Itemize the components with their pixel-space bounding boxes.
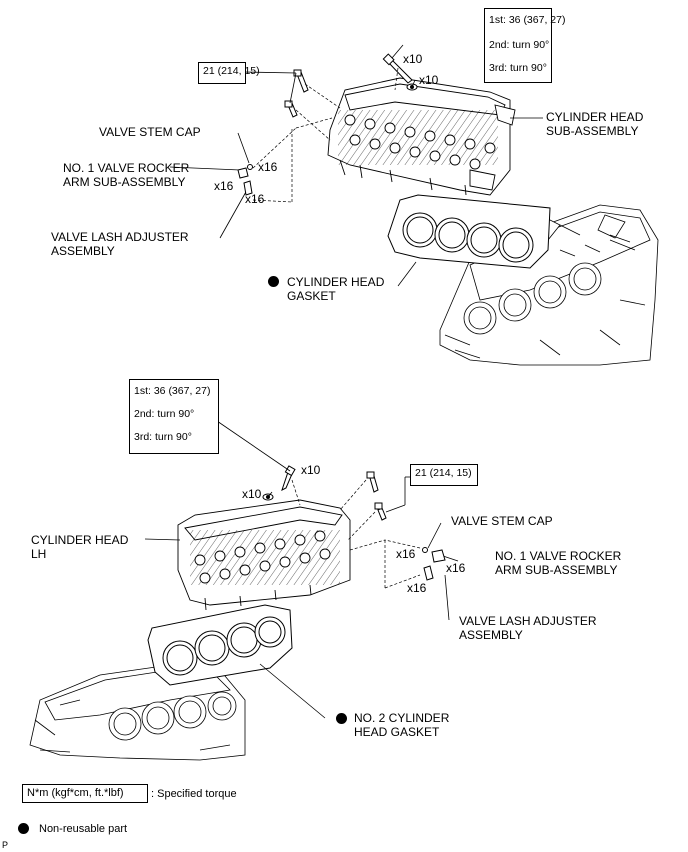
torque-small-value: 21 (214, 15) bbox=[203, 65, 260, 77]
leader-lines-bottom bbox=[144, 420, 459, 719]
cylinder-head-lh-label-1: CYLINDER HEAD bbox=[31, 533, 129, 547]
rocker-arm-label-top-2: ARM SUB-ASSEMBLY bbox=[63, 175, 186, 189]
cylinder-head-gasket-top bbox=[387, 194, 551, 269]
qty-rocker-top: x16 bbox=[214, 179, 234, 193]
footer-mark: P bbox=[2, 840, 9, 850]
torque-step-1: 1st: 36 (367, 27) bbox=[134, 385, 211, 397]
qty-bolt-bottom: x10 bbox=[301, 463, 321, 477]
legend-non-reusable-text: Non-reusable part bbox=[39, 823, 128, 835]
non-reusable-marker-top bbox=[268, 276, 279, 287]
torque-box-bottom: 1st: 36 (367, 27) 2nd: turn 90° 3rd: tur… bbox=[129, 379, 219, 454]
qty-bolt-top: x10 bbox=[403, 52, 423, 66]
gasket-label-top-2: GASKET bbox=[287, 289, 336, 303]
qty-cap-bottom: x16 bbox=[396, 547, 416, 561]
rocker-arm-label-bottom-1: NO. 1 VALVE ROCKER bbox=[495, 549, 622, 563]
lash-adjuster-label-top-1: VALVE LASH ADJUSTER bbox=[51, 230, 189, 244]
qty-lash-top: x16 bbox=[245, 192, 265, 206]
no2-cylinder-head-gasket bbox=[147, 604, 293, 686]
legend-torque-desc: : Specified torque bbox=[151, 788, 237, 800]
valve-parts-bottom bbox=[422, 547, 446, 581]
gasket-label-bottom-2: HEAD GASKET bbox=[354, 725, 440, 739]
cylinder-head-label-top-2: SUB-ASSEMBLY bbox=[546, 124, 639, 138]
legend-torque-unit-box: N*m (kgf*cm, ft.*lbf) bbox=[22, 784, 148, 803]
torque-small-box-top: 21 (214, 15) bbox=[198, 62, 260, 84]
cylinder-head-label-top-1: CYLINDER HEAD bbox=[546, 110, 644, 124]
valve-stem-cap-label-top: VALVE STEM CAP bbox=[99, 125, 201, 139]
torque-step-3: 3rd: turn 90° bbox=[489, 62, 547, 74]
legend-non-reusable-dot bbox=[18, 823, 29, 834]
lash-adjuster-label-bottom-2: ASSEMBLY bbox=[459, 628, 523, 642]
lash-adjuster-label-top-2: ASSEMBLY bbox=[51, 244, 115, 258]
dashed-lines-top bbox=[252, 67, 399, 203]
qty-washer-bottom: x10 bbox=[242, 487, 262, 501]
rocker-arm-label-bottom-2: ARM SUB-ASSEMBLY bbox=[495, 563, 618, 577]
qty-lash-bottom: x16 bbox=[407, 581, 427, 595]
cylinder-head-lh-label-2: LH bbox=[31, 547, 47, 561]
non-reusable-marker-bottom bbox=[336, 713, 347, 724]
gasket-label-top-1: CYLINDER HEAD bbox=[287, 275, 385, 289]
cylinder-head-bolt-bottom bbox=[262, 465, 296, 501]
torque-small-value: 21 (214, 15) bbox=[415, 467, 472, 479]
gasket-label-bottom-1: NO. 2 CYLINDER bbox=[354, 711, 450, 725]
qty-rocker-bottom: x16 bbox=[446, 561, 466, 575]
cylinder-head-bolt-top bbox=[382, 53, 418, 91]
torque-box-top: 1st: 36 (367, 27) 2nd: turn 90° 3rd: tur… bbox=[484, 8, 565, 83]
torque-small-box-bottom: 21 (214, 15) bbox=[410, 464, 478, 486]
engine-block-bottom bbox=[29, 664, 246, 761]
torque-step-1: 1st: 36 (367, 27) bbox=[489, 14, 566, 26]
torque-step-2: 2nd: turn 90° bbox=[489, 39, 550, 51]
small-bolts-bottom bbox=[366, 471, 387, 521]
small-bolts-top bbox=[284, 69, 309, 118]
torque-step-3: 3rd: turn 90° bbox=[134, 431, 192, 443]
engine-block-top bbox=[439, 204, 659, 366]
cylinder-head-lh bbox=[177, 499, 351, 611]
valve-stem-cap-label-bottom: VALVE STEM CAP bbox=[451, 514, 553, 528]
rocker-arm-label-top-1: NO. 1 VALVE ROCKER bbox=[63, 161, 190, 175]
dashed-lines-bottom bbox=[291, 479, 421, 589]
lash-adjuster-label-bottom-1: VALVE LASH ADJUSTER bbox=[459, 614, 597, 628]
torque-step-2: 2nd: turn 90° bbox=[134, 408, 195, 420]
valve-parts-top bbox=[237, 164, 253, 196]
cylinder-head-sub-assembly-top bbox=[327, 77, 516, 196]
legend-torque-unit: N*m (kgf*cm, ft.*lbf) bbox=[27, 787, 124, 799]
leader-lines-top bbox=[169, 44, 543, 287]
qty-cap-top: x16 bbox=[258, 160, 278, 174]
qty-washer-top: x10 bbox=[419, 73, 439, 87]
